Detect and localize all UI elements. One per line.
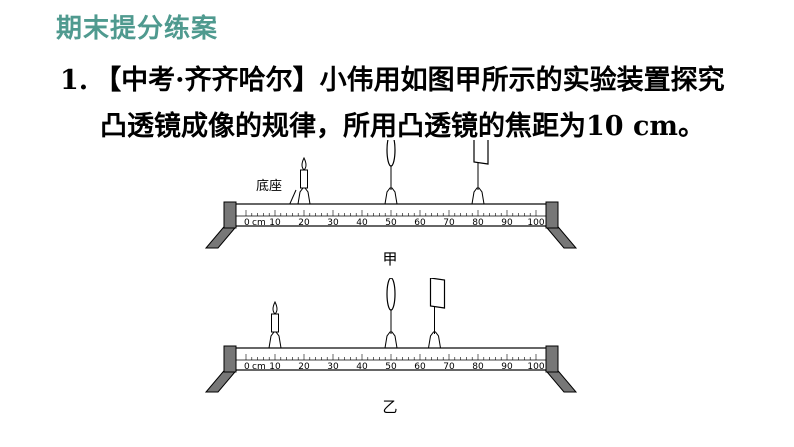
base-label: 底座: [256, 178, 282, 194]
convex-lens: [384, 278, 398, 349]
bench-end-cap-left: [223, 345, 237, 373]
candle: [297, 156, 311, 205]
convex-lens-icon: [386, 140, 396, 167]
bench-end-cap-right: [545, 201, 559, 229]
candle-flame-icon: [272, 300, 278, 315]
convex-lens-icon: [386, 278, 396, 311]
question-line-1: 1.【中考·齐齐哈尔】小伟用如图甲所示的实验装置探究: [60, 58, 725, 97]
lens-holder: [384, 331, 398, 349]
ruler-unit: cm: [252, 362, 266, 372]
optical-bench-figure-a: 底座 0 10 20 30 40 50 60 70 80 90 100 cm 甲: [204, 140, 578, 268]
ruler-label-0: 0: [244, 218, 250, 228]
question-text-line-1: 小伟用如图甲所示的实验装置探究: [319, 65, 725, 96]
convex-lens: [384, 140, 398, 205]
question-line-2: 凸透镜成像的规律，所用凸透镜的焦距为10 cm。: [100, 104, 705, 143]
question-line-2-end: 。: [677, 111, 705, 142]
ruler-label-10: 10: [269, 218, 281, 228]
focal-length-value: 10 cm: [586, 111, 678, 142]
question-source-tag: 【中考·齐齐哈尔】: [94, 65, 320, 96]
ruler-label-60: 60: [414, 218, 426, 228]
ruler-label-0: 0: [244, 362, 250, 372]
ruler-label-40: 40: [356, 362, 368, 372]
bench-end-cap-right: [545, 345, 559, 373]
candle-body: [300, 169, 308, 189]
screen-holder: [428, 331, 441, 349]
ruler-label-90: 90: [501, 362, 513, 372]
ruler-labels: 0 10 20 30 40 50 60 70 80 90 100: [244, 362, 545, 372]
candle-flame-icon: [301, 156, 307, 171]
lens-holder: [384, 187, 398, 205]
ruler-label-40: 40: [356, 218, 368, 228]
ruler-label-30: 30: [327, 362, 339, 372]
candle: [268, 300, 282, 349]
screen-icon: [429, 278, 446, 309]
screen-icon: [473, 140, 489, 165]
page-header-title: 期末提分练案: [56, 14, 219, 44]
screen-holder: [471, 187, 485, 205]
ruler-label-90: 90: [501, 218, 513, 228]
candle-body: [271, 313, 279, 333]
ruler-labels: 0 10 20 30 40 50 60 70 80 90 100: [244, 218, 545, 228]
ruler-unit: cm: [252, 218, 266, 228]
ruler-label-50: 50: [385, 362, 397, 372]
light-screen: [428, 278, 446, 349]
ruler-label-70: 70: [443, 362, 455, 372]
ruler-ticks: [245, 354, 537, 360]
ruler-label-10: 10: [269, 362, 281, 372]
ruler-label-80: 80: [472, 362, 484, 372]
ruler-label-60: 60: [414, 362, 426, 372]
ruler-label-20: 20: [298, 362, 310, 372]
ruler-label-100: 100: [527, 362, 544, 372]
ruler-label-50: 50: [385, 218, 397, 228]
candle-holder: [297, 187, 311, 205]
ruler-label-30: 30: [327, 218, 339, 228]
light-screen: [471, 140, 489, 205]
ruler-label-100: 100: [527, 218, 544, 228]
ruler-label-70: 70: [443, 218, 455, 228]
figure-caption: 甲: [382, 250, 397, 268]
question-number: 1.: [60, 65, 89, 96]
question-text-line-2: 凸透镜成像的规律，所用凸透镜的焦距为: [100, 111, 586, 142]
ruler-ticks: [245, 210, 537, 216]
candle-holder: [268, 331, 282, 349]
ruler-label-20: 20: [298, 218, 310, 228]
ruler-label-80: 80: [472, 218, 484, 228]
bench-end-cap-left: [223, 201, 237, 229]
optical-bench-figure-b: 0 10 20 30 40 50 60 70 80 90 100 cm 乙: [204, 278, 578, 416]
figure-caption: 乙: [382, 398, 397, 416]
